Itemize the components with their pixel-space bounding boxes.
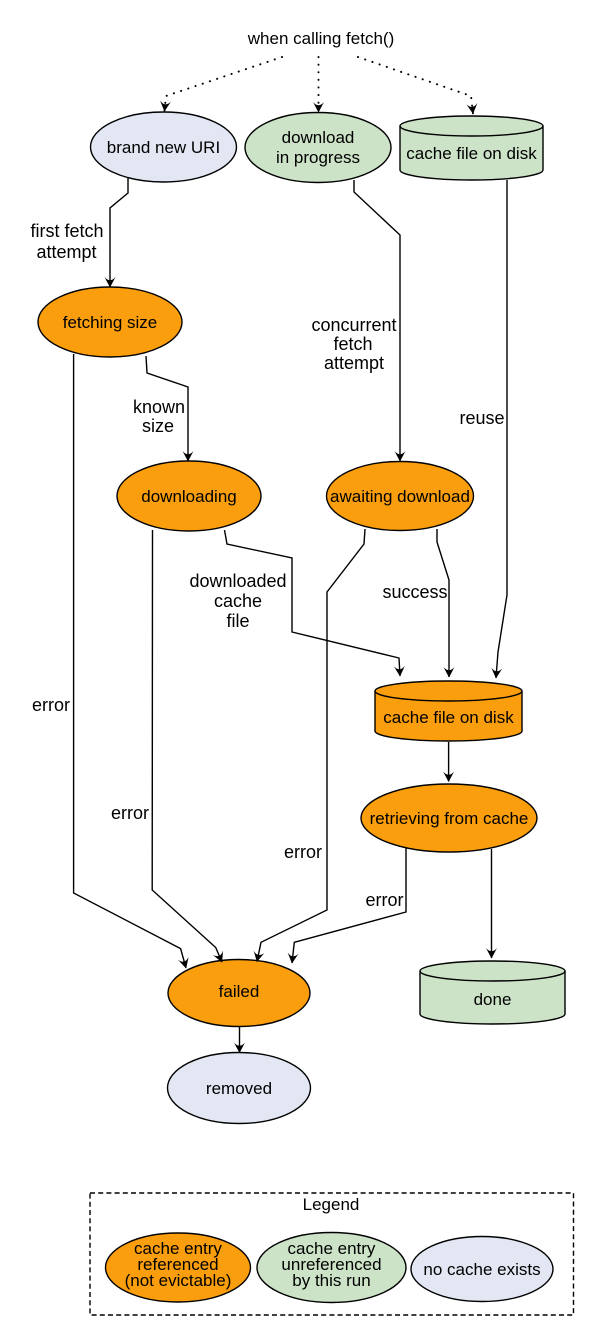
svg-text:retrieving from cache: retrieving from cache — [370, 809, 529, 828]
svg-text:known: known — [133, 397, 185, 417]
svg-text:done: done — [474, 990, 512, 1009]
svg-text:cache file on disk: cache file on disk — [406, 144, 537, 163]
svg-text:success: success — [382, 582, 447, 602]
svg-text:Legend: Legend — [303, 1195, 360, 1214]
svg-text:in progress: in progress — [276, 148, 360, 167]
svg-text:cache: cache — [214, 591, 262, 611]
svg-text:unreferenced: unreferenced — [281, 1255, 381, 1274]
svg-text:download: download — [282, 128, 355, 147]
svg-text:by this run: by this run — [292, 1271, 370, 1290]
svg-text:(not evictable): (not evictable) — [125, 1271, 232, 1290]
svg-text:file: file — [226, 611, 249, 631]
svg-text:concurrent: concurrent — [311, 315, 396, 335]
svg-text:fetching size: fetching size — [63, 313, 158, 332]
svg-text:failed: failed — [219, 982, 260, 1001]
svg-text:no cache exists: no cache exists — [423, 1260, 540, 1279]
svg-text:reuse: reuse — [459, 408, 504, 428]
svg-text:brand new URI: brand new URI — [107, 138, 220, 157]
svg-text:when calling fetch(): when calling fetch() — [247, 29, 394, 48]
svg-text:cache entry: cache entry — [288, 1239, 376, 1258]
svg-text:removed: removed — [206, 1079, 272, 1098]
svg-text:cache file on disk: cache file on disk — [383, 708, 514, 727]
svg-text:downloaded: downloaded — [189, 571, 286, 591]
svg-text:size: size — [142, 416, 174, 436]
svg-text:awaiting download: awaiting download — [330, 487, 470, 506]
svg-text:fetch: fetch — [333, 334, 372, 354]
svg-text:first fetch: first fetch — [30, 221, 103, 241]
svg-text:error: error — [111, 803, 149, 823]
svg-text:attempt: attempt — [36, 242, 96, 262]
svg-text:referenced: referenced — [137, 1255, 218, 1274]
svg-text:error: error — [32, 695, 70, 715]
svg-text:attempt: attempt — [324, 353, 384, 373]
svg-text:error: error — [284, 842, 322, 862]
svg-text:downloading: downloading — [141, 487, 236, 506]
svg-text:cache entry: cache entry — [134, 1239, 222, 1258]
svg-text:error: error — [365, 890, 403, 910]
